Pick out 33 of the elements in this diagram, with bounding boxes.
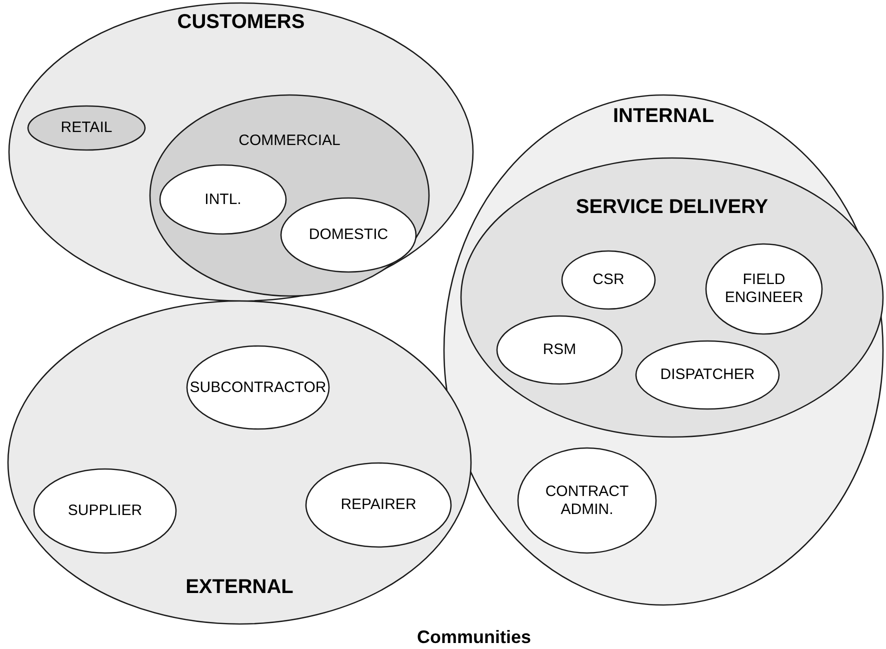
role-ellipse — [27, 105, 146, 151]
role-label: INTL. — [204, 190, 242, 208]
role-label: CSR — [592, 271, 626, 289]
caption: Communities — [417, 626, 532, 649]
role-label: REPAIRER — [340, 496, 418, 514]
role-ellipse — [186, 345, 330, 430]
role-label: CONTRACT ADMIN. — [544, 482, 630, 518]
role-ellipse — [159, 164, 287, 235]
role-label: RSM — [542, 341, 578, 359]
group-title: INTERNAL — [612, 104, 716, 128]
role-label: DOMESTIC — [308, 226, 390, 244]
role-ellipse — [280, 197, 417, 273]
group-ellipse — [7, 300, 472, 625]
role-ellipse — [635, 340, 780, 410]
group-title: EXTERNAL — [184, 575, 294, 599]
group-ellipse — [149, 94, 430, 297]
role-ellipse — [561, 250, 656, 310]
group-label: COMMERCIAL — [238, 132, 342, 150]
role-ellipse — [705, 243, 823, 335]
role-label: RETAIL — [60, 119, 114, 137]
role-label: SUPPLIER — [66, 502, 144, 520]
group-ellipse — [8, 2, 474, 302]
role-ellipse — [33, 468, 177, 554]
role-label: FIELD ENGINEER — [724, 271, 804, 307]
group-ellipse — [443, 94, 884, 606]
group-title: CUSTOMERS — [176, 10, 306, 34]
role-ellipse — [496, 315, 623, 385]
role-ellipse — [305, 462, 452, 548]
group-title: SERVICE DELIVERY — [574, 195, 770, 219]
role-label: DISPATCHER — [659, 366, 756, 384]
role-label: SUBCONTRACTOR — [188, 378, 328, 396]
group-ellipse — [460, 157, 884, 438]
role-ellipse — [517, 447, 657, 554]
